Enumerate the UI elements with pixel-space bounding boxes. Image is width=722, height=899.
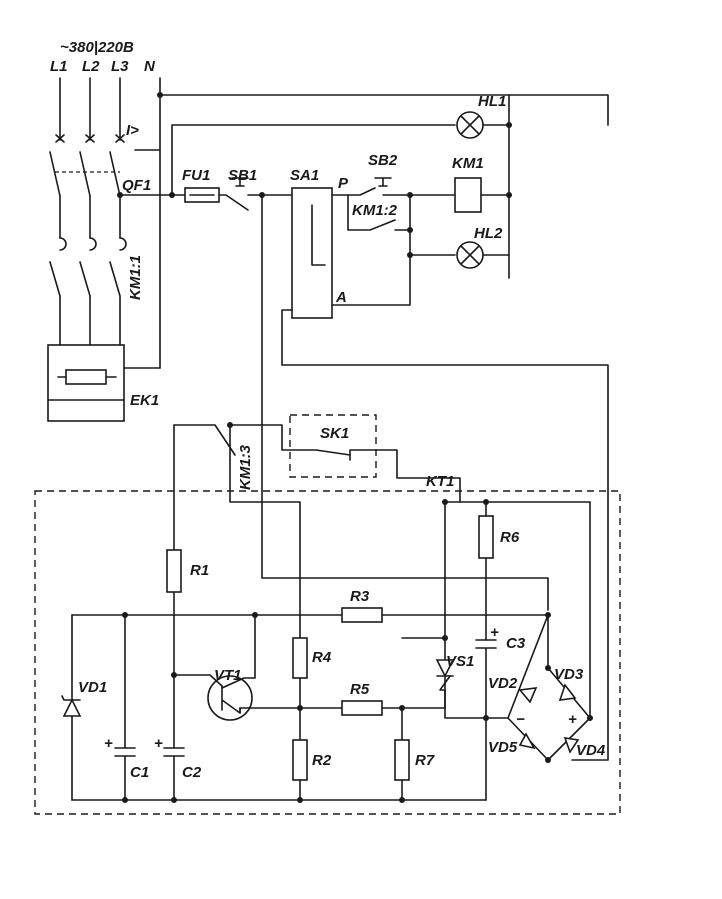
r2-label: R2 bbox=[312, 752, 332, 769]
sb1-label: SB1 bbox=[228, 167, 257, 184]
c3-plus-label: + bbox=[490, 624, 499, 641]
vd1-label: VD1 bbox=[78, 679, 107, 696]
sa1-p-label: P bbox=[338, 175, 349, 192]
supply-voltage-label: ~380|220В bbox=[60, 39, 134, 56]
control-circuit bbox=[117, 77, 609, 761]
km1-2-label: KM1:2 bbox=[352, 202, 398, 219]
c1-label: C1 bbox=[130, 764, 149, 781]
bridge-plus-label: + bbox=[568, 711, 577, 728]
km1-label: KM1 bbox=[452, 155, 484, 172]
c2-plus-label: + bbox=[154, 735, 163, 752]
vt1-label: VT1 bbox=[214, 667, 242, 684]
r4-label: R4 bbox=[312, 649, 332, 666]
sb2-label: SB2 bbox=[368, 152, 398, 169]
phase-l2-label: L2 bbox=[82, 58, 100, 75]
timer-circuit bbox=[61, 499, 593, 803]
phase-wires bbox=[49, 77, 127, 346]
vd4-label: VD4 bbox=[576, 742, 606, 759]
phase-l1-label: L1 bbox=[50, 58, 68, 75]
sa1-a-label: A bbox=[335, 289, 347, 306]
sa1-label: SA1 bbox=[290, 167, 319, 184]
overcurrent-label: I> bbox=[126, 122, 139, 139]
r1-label: R1 bbox=[190, 562, 209, 579]
phase-l3-label: L3 bbox=[111, 58, 129, 75]
vs1-label: VS1 bbox=[446, 653, 474, 670]
vd2-label: VD2 bbox=[488, 675, 518, 692]
r3-label: R3 bbox=[350, 588, 370, 605]
thermostat-sk1 bbox=[227, 414, 461, 503]
c2-label: C2 bbox=[182, 764, 202, 781]
sk1-label: SK1 bbox=[320, 425, 349, 442]
r5-label: R5 bbox=[350, 681, 370, 698]
vd3-label: VD3 bbox=[554, 666, 584, 683]
fu1-label: FU1 bbox=[182, 167, 210, 184]
kt1-label: KT1 bbox=[426, 473, 454, 490]
c3-label: C3 bbox=[506, 635, 526, 652]
hl1-label: HL1 bbox=[478, 93, 506, 110]
r7-label: R7 bbox=[415, 752, 435, 769]
contact-km1-3 bbox=[173, 424, 301, 639]
bridge-minus-label: − bbox=[516, 711, 525, 728]
ek1-label: EK1 bbox=[130, 392, 159, 409]
heater-ek1 bbox=[47, 344, 161, 422]
km1-3-label: KM1:3 bbox=[237, 444, 254, 490]
vd5-label: VD5 bbox=[488, 739, 518, 756]
km1-1-label: KM1:1 bbox=[127, 255, 144, 300]
qf1-label: QF1 bbox=[122, 177, 151, 194]
r6-label: R6 bbox=[500, 529, 520, 546]
hl2-label: HL2 bbox=[474, 225, 503, 242]
phase-n-label: N bbox=[144, 58, 156, 75]
c1-plus-label: + bbox=[104, 735, 113, 752]
timer-kt1-boundary bbox=[34, 490, 621, 815]
